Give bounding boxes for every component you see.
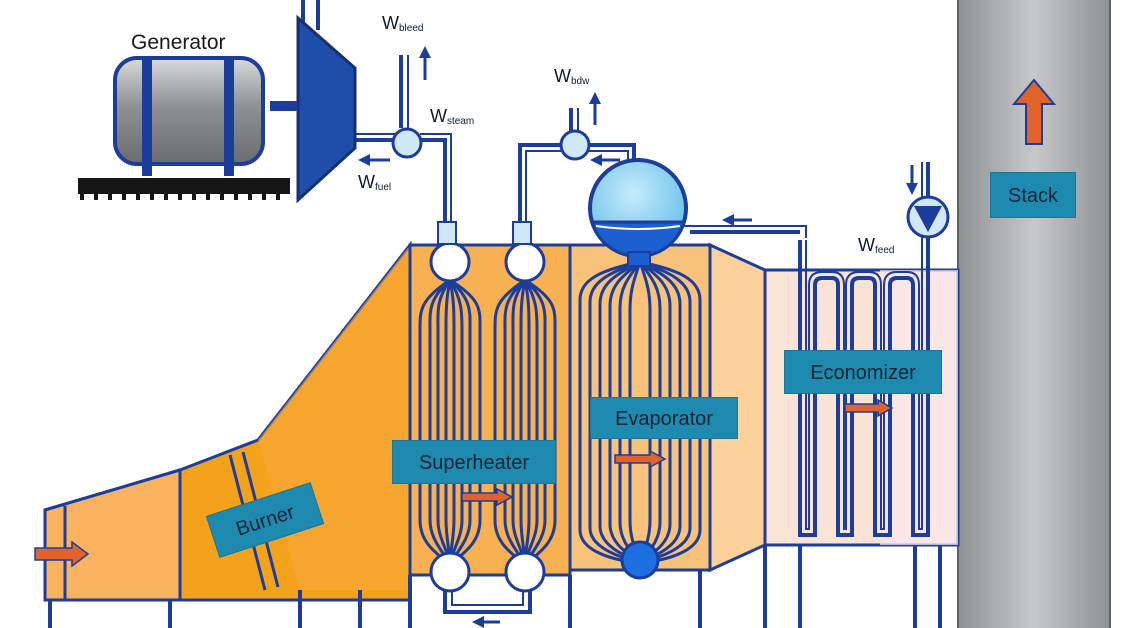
headers	[429, 221, 546, 593]
w-blowdown-label: Wbdw	[554, 66, 590, 87]
economizer-gas-arrow-icon	[844, 398, 894, 418]
inlet-gas-arrow-icon	[34, 540, 90, 568]
stack-label: Stack	[990, 172, 1076, 218]
generator-label: Generator	[131, 31, 226, 54]
w-feed-label: Wfeed	[858, 235, 895, 256]
w-bleed-label: Wbleed	[382, 13, 424, 34]
superheater-tubes	[418, 278, 557, 567]
w-steam-label: Wsteam	[430, 106, 475, 127]
support-legs	[48, 545, 942, 628]
w-fuel-label: Wfuel	[358, 172, 392, 193]
stack	[957, 0, 1111, 628]
turbine	[270, 14, 357, 204]
generator	[78, 56, 290, 200]
blue-flow-arrows	[358, 46, 918, 628]
superheater-gas-arrow-icon	[461, 487, 514, 507]
feed-pump	[906, 195, 950, 239]
superheater-label: Superheater	[392, 440, 556, 484]
economizer-tubes	[798, 240, 930, 537]
gas-flow-arrows	[34, 398, 894, 568]
valves	[391, 127, 591, 161]
mud-drum	[620, 540, 660, 580]
stack-up-arrow-icon	[1011, 78, 1057, 145]
evaporator-label: Evaporator	[590, 397, 738, 439]
evaporator-gas-arrow-icon	[614, 449, 667, 469]
steam-drum	[588, 158, 688, 267]
economizer-label: Economizer	[784, 350, 942, 394]
